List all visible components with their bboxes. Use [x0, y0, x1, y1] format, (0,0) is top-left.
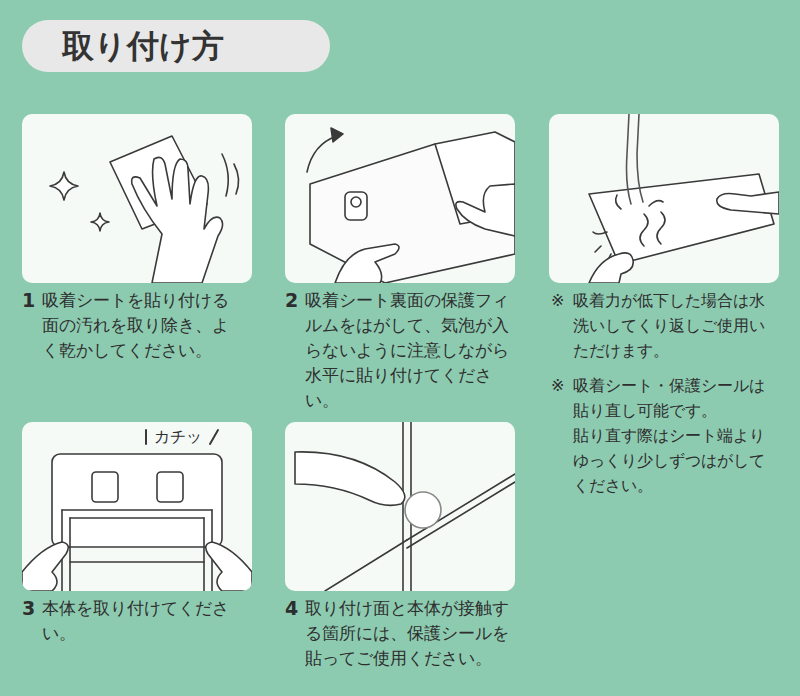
- step-block: 4 取り付け面と本体が接触する箇所には、保護シールを貼ってご使用ください。: [285, 422, 517, 671]
- illustration-stroke: [50, 172, 78, 200]
- illustration-stroke: [456, 184, 515, 236]
- illustration-stroke: [222, 154, 228, 196]
- illustration-stroke: [589, 174, 774, 264]
- illustration-stroke: [157, 472, 183, 502]
- title-pill: 取り付け方: [22, 20, 330, 72]
- illustration-stroke: [234, 164, 239, 194]
- step-block: 1 吸着シートを貼り付ける面の汚れを取り除き、よく乾かしてください。: [22, 114, 252, 363]
- illustration-stroke: [616, 195, 621, 209]
- step-caption: 吸着シートを貼り付ける面の汚れを取り除き、よく乾かしてください。: [42, 288, 242, 363]
- wipe-illustration: [22, 114, 252, 283]
- illustration-stroke: [132, 157, 223, 283]
- illustration-stroke: [640, 214, 648, 246]
- illustration-stroke: [589, 253, 633, 283]
- step-caption: 吸着シート・保護シールは貼り直し可能です。: [573, 373, 773, 423]
- illustration-stroke: [325, 540, 407, 591]
- illustration-stroke: [22, 542, 68, 591]
- step-number: 3: [22, 596, 35, 621]
- illustration-stroke: [210, 430, 218, 444]
- step-caption: 貼り直す際はシート端よりゆっくり少しずつはがしてください。: [573, 423, 773, 498]
- title-text: 取り付け方: [62, 20, 224, 72]
- step-number: 1: [22, 288, 35, 313]
- illustration-panel: [285, 114, 515, 283]
- illustration-panel: [285, 422, 515, 591]
- illustration-stroke: [70, 517, 204, 519]
- step-caption: 取り付け面と本体が接触する箇所には、保護シールを貼ってご使用ください。: [305, 596, 517, 671]
- illustration-stroke: [70, 561, 204, 563]
- illustration-stroke: [91, 213, 109, 231]
- illustration-stroke: [203, 518, 205, 591]
- step-caption: 本体を取り付けてください。: [42, 596, 254, 646]
- illustration-panel: [549, 114, 779, 283]
- illustration-stroke: [402, 422, 404, 591]
- illustration-stroke: [335, 244, 399, 283]
- illustration-stroke: [717, 192, 779, 214]
- peel-illustration: [285, 114, 515, 283]
- step-caption: 吸着力が低下した場合は水洗いしてくり返しご使用いただけます。: [573, 288, 773, 363]
- illustration-stroke: [627, 114, 632, 204]
- step-block: 2 吸着シート裏面の保護フィルムをはがして、気泡が入らないように注意しながら水平に…: [285, 114, 517, 413]
- illustration-stroke: [52, 454, 222, 547]
- sticker-illustration: [285, 422, 515, 591]
- illustration-stroke: [345, 192, 367, 220]
- step-number: ※: [551, 373, 564, 398]
- illustration-stroke: [595, 246, 601, 252]
- illustration-stroke: [351, 197, 361, 207]
- step-number: 2: [285, 288, 298, 313]
- illustration-stroke: [206, 542, 252, 591]
- step-number: 4: [285, 596, 298, 621]
- illustration-stroke: [637, 114, 643, 202]
- illustration-stroke: [145, 430, 147, 444]
- step-number: カチッ: [154, 425, 202, 449]
- illustration-stroke: [405, 492, 441, 528]
- illustration-panel: [22, 114, 252, 283]
- illustration-stroke: [649, 201, 663, 206]
- illustration-stroke: [62, 509, 212, 511]
- mount-illustration: [22, 422, 252, 591]
- step-block: カチッ 3 本体を取り付けてください。: [22, 422, 254, 646]
- step-caption: 吸着シート裏面の保護フィルムをはがして、気泡が入らないように注意しながら水平に貼…: [305, 288, 517, 413]
- illustration-stroke: [593, 232, 607, 234]
- step-number: ※: [551, 288, 564, 313]
- illustration-stroke: [92, 472, 118, 502]
- illustration-stroke: [295, 452, 405, 505]
- illustration-stroke: [657, 212, 665, 244]
- illustration-stroke: [331, 128, 343, 142]
- illustration-stroke: [69, 518, 71, 591]
- illustration-panel: [22, 422, 252, 591]
- wash-illustration: [549, 114, 779, 283]
- step-block: ※ 吸着力が低下した場合は水洗いしてくり返しご使用いただけます。 ※ 吸着シート・保護…: [549, 114, 779, 498]
